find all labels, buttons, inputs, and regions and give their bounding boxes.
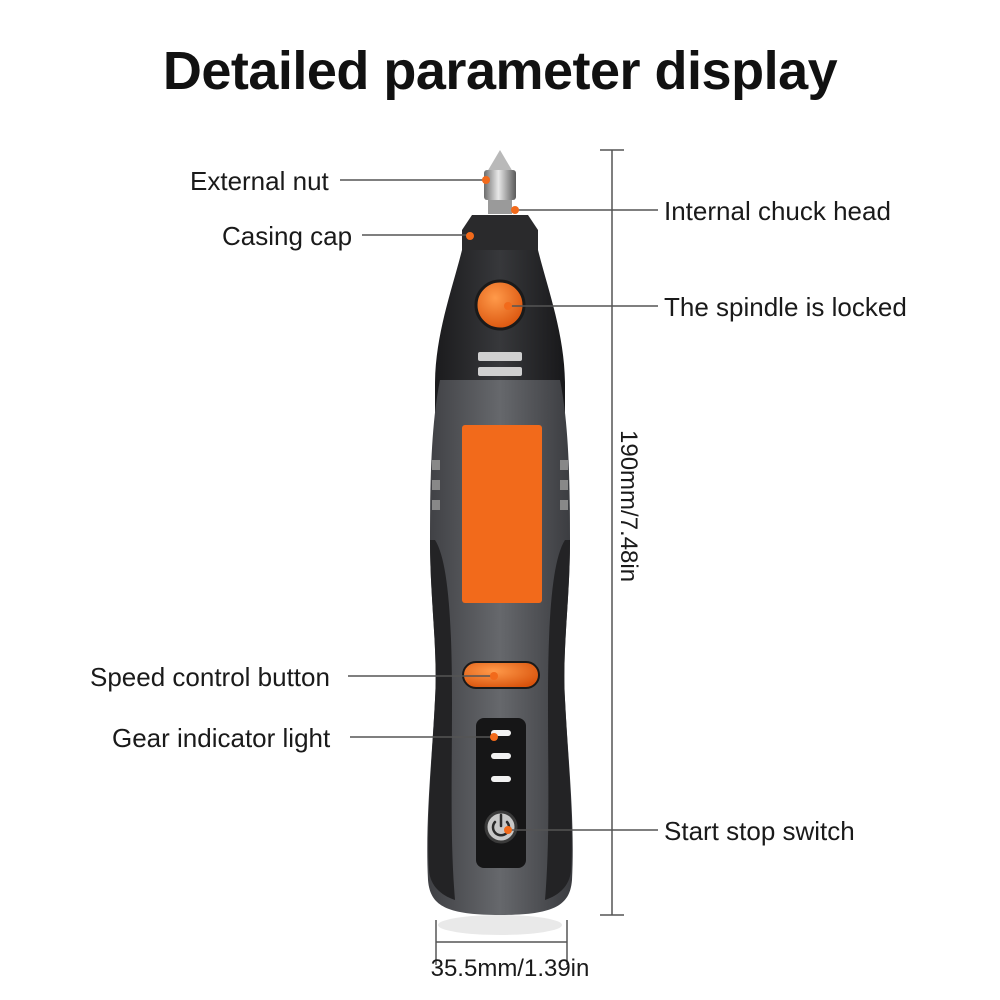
gear-indicator-light — [491, 753, 511, 759]
length-dimension-label: 190mm/7.48in — [615, 430, 642, 583]
label-gear-indicator-light: Gear indicator light — [112, 723, 331, 753]
side-notch — [432, 460, 440, 470]
callout-dot — [490, 733, 498, 741]
grip-side-right — [545, 540, 572, 900]
orange-panel — [462, 425, 542, 603]
callout-dot — [504, 302, 512, 310]
external-nut — [484, 170, 516, 200]
diameter-dimension-label: 35.5mm/1.39in — [430, 955, 590, 982]
side-notch — [560, 500, 568, 510]
page-title: Detailed parameter display — [162, 41, 838, 101]
grip-side-left — [428, 540, 455, 900]
speed-control-button — [462, 661, 540, 689]
chuck-collar — [488, 200, 512, 214]
label-casing-cap: Casing cap — [222, 221, 353, 251]
vent — [478, 352, 522, 361]
side-notch — [432, 480, 440, 490]
label-spindle-locked: The spindle is locked — [664, 292, 907, 322]
rotary-tool — [427, 150, 573, 935]
label-speed-control-button: Speed control button — [90, 662, 330, 692]
label-internal-chuck-head: Internal chuck head — [664, 196, 891, 226]
callout-dot — [490, 672, 498, 680]
chuck-tip — [487, 150, 513, 172]
diameter-dimension — [435, 920, 568, 965]
callouts — [340, 179, 658, 831]
spindle-lock-button — [474, 279, 526, 331]
base-reflection — [438, 915, 562, 935]
label-external-nut: External nut — [190, 166, 329, 196]
side-notch — [432, 500, 440, 510]
callout-dot — [511, 206, 519, 214]
callout-dot — [504, 826, 512, 834]
casing-cap — [462, 215, 538, 250]
vent — [478, 367, 522, 376]
label-start-stop-switch: Start stop switch — [664, 816, 855, 846]
callout-dots — [466, 176, 519, 834]
callout-dot — [482, 176, 490, 184]
control-panel — [476, 718, 526, 868]
power-icon — [491, 813, 511, 837]
length-dimension — [600, 149, 624, 916]
callout-dot — [466, 232, 474, 240]
side-notch — [560, 460, 568, 470]
gear-indicator-light — [491, 776, 511, 782]
side-notch — [560, 480, 568, 490]
